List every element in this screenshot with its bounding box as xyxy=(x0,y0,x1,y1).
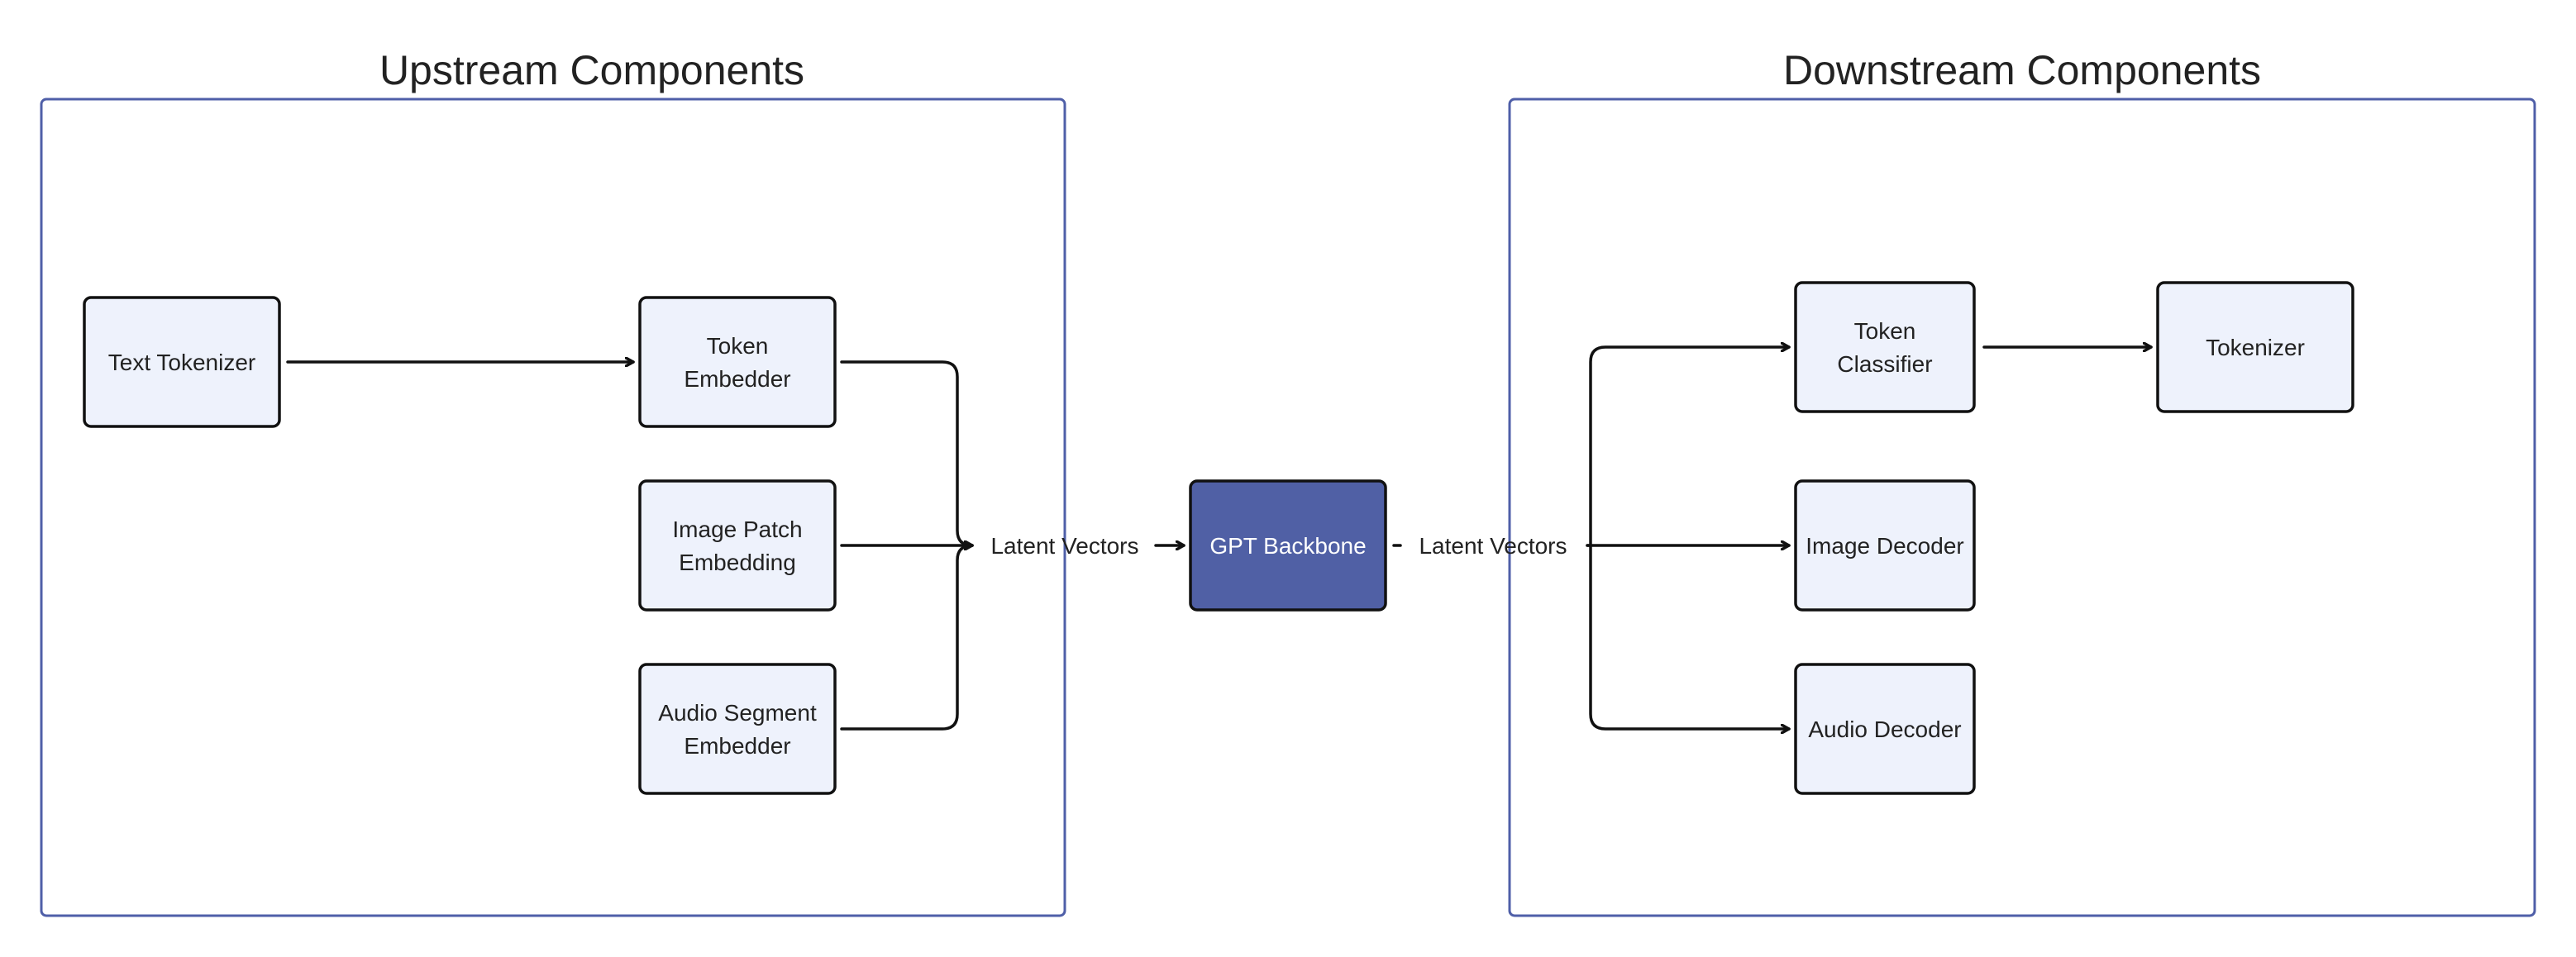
node-token-embedder-label-line1: Token xyxy=(707,333,769,359)
edges xyxy=(286,347,2153,731)
edge-audio-segment-merge xyxy=(840,544,974,731)
edge-token-embedder-merge xyxy=(840,360,974,547)
edge-split-to-token-classifier xyxy=(1586,347,1791,547)
node-audio-segment-embedder-label-line2: Embedder xyxy=(684,733,790,759)
node-token-embedder-label-line2: Embedder xyxy=(684,366,790,392)
latent-vectors-output-label: Latent Vectors xyxy=(1419,533,1567,559)
node-image-patch-embedding-label-line2: Embedding xyxy=(679,550,796,575)
node-token-classifier: Token Classifier xyxy=(1794,281,1976,413)
node-audio-segment-embedder-label-line1: Audio Segment xyxy=(658,700,817,726)
node-text-tokenizer-label: Text Tokenizer xyxy=(108,350,255,375)
upstream-group-frame xyxy=(40,98,1066,917)
node-token-classifier-label-line1: Token xyxy=(1854,318,1916,344)
downstream-group-title: Downstream Components xyxy=(1783,47,2261,93)
downstream-group-frame xyxy=(1508,98,2536,917)
downstream-group: Downstream Components xyxy=(1508,47,2536,917)
node-audio-segment-embedder: Audio Segment Embedder xyxy=(638,663,837,795)
node-gpt-backbone: GPT Backbone xyxy=(1189,479,1387,612)
node-text-tokenizer: Text Tokenizer xyxy=(83,296,281,428)
node-image-patch-embedding: Image Patch Embedding xyxy=(638,479,837,612)
latent-vectors-input-label: Latent Vectors xyxy=(990,533,1138,559)
upstream-group: Upstream Components xyxy=(40,47,1066,917)
node-token-embedder: Token Embedder xyxy=(638,296,837,428)
node-image-decoder-label: Image Decoder xyxy=(1806,533,1963,559)
node-audio-decoder: Audio Decoder xyxy=(1794,663,1976,795)
upstream-group-title: Upstream Components xyxy=(379,47,804,93)
node-tokenizer: Tokenizer xyxy=(2156,281,2354,413)
node-token-classifier-label-line2: Classifier xyxy=(1837,351,1932,377)
node-gpt-backbone-label: GPT Backbone xyxy=(1209,533,1366,559)
node-image-patch-embedding-label-line1: Image Patch xyxy=(672,517,802,542)
node-image-decoder: Image Decoder xyxy=(1794,479,1976,612)
node-audio-decoder-label: Audio Decoder xyxy=(1808,717,1961,742)
edge-split-to-audio-decoder xyxy=(1589,544,1791,729)
node-tokenizer-label: Tokenizer xyxy=(2206,335,2305,360)
